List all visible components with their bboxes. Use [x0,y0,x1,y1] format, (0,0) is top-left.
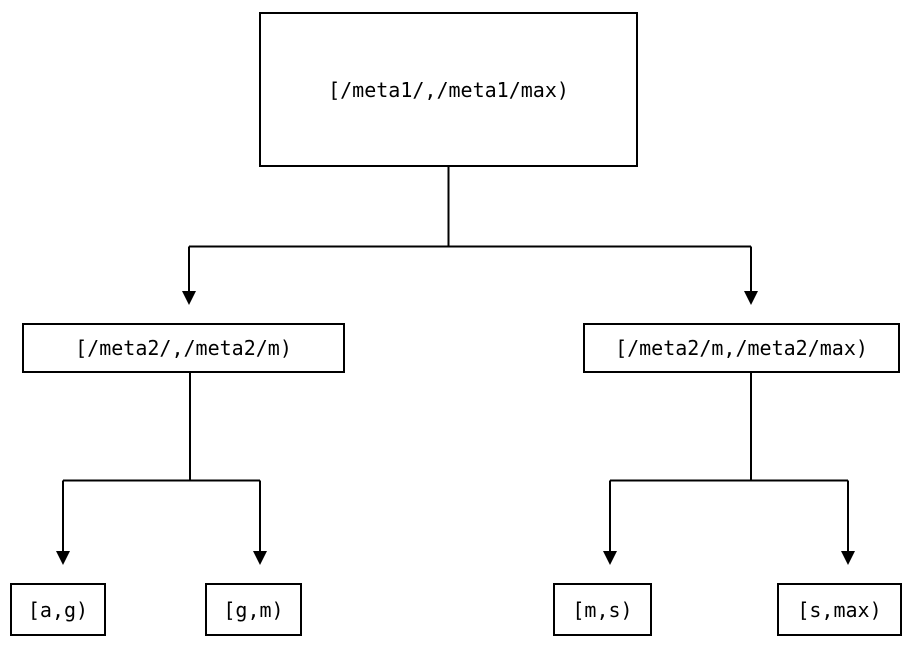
node-mid-right-label: [/meta2/m,/meta2/max) [615,336,868,360]
node-leaf-smax[interactable]: [s,max) [777,583,902,636]
node-root[interactable]: [/meta1/,/meta1/max) [259,12,638,167]
edge-midright-ms [603,373,752,565]
edge-midleft-ag [56,373,191,565]
node-leaf-gm[interactable]: [g,m) [205,583,302,636]
node-mid-left[interactable]: [/meta2/,/meta2/m) [22,323,345,373]
node-leaf-ag-label: [a,g) [27,597,89,622]
node-leaf-ag[interactable]: [a,g) [10,583,106,636]
node-leaf-gm-label: [g,m) [223,597,284,622]
node-leaf-ms-label: [m,s) [572,597,633,622]
edge-midright-smax [751,479,855,565]
edge-root-midleft [182,167,450,305]
node-root-label: [/meta1/,/meta1/max) [328,77,569,102]
node-mid-right[interactable]: [/meta2/m,/meta2/max) [583,323,900,373]
edge-midleft-gm [190,479,267,565]
node-leaf-ms[interactable]: [m,s) [553,583,652,636]
node-mid-left-label: [/meta2/,/meta2/m) [75,336,292,360]
edge-root-midright [448,245,758,305]
node-leaf-smax-label: [s,max) [797,597,882,622]
